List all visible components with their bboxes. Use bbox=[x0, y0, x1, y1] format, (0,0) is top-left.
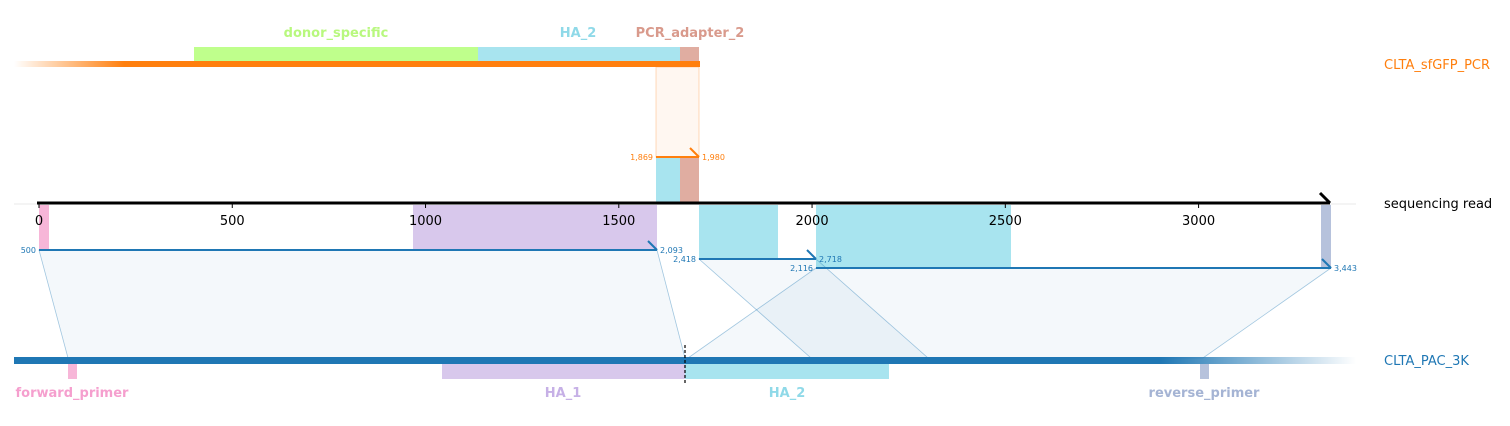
axis-tick-label-500: 500 bbox=[220, 214, 245, 229]
feature-ha2-bottom-bar bbox=[685, 364, 889, 379]
feature-pcr-adapter-bar bbox=[680, 47, 699, 61]
bottom-track-fade bbox=[1160, 357, 1356, 364]
feature-reverse-primer-bar bbox=[1200, 364, 1209, 379]
alignment-2-start-label: 2,418 bbox=[673, 255, 696, 264]
feature-label-donor-specific: donor_specific bbox=[284, 26, 389, 41]
read-feature-ha1 bbox=[413, 205, 657, 250]
feature-forward-primer-bar bbox=[68, 364, 77, 379]
top-track-fade bbox=[14, 61, 124, 67]
axis-tick-label-0: 0 bbox=[35, 214, 43, 229]
alignment-2-end-label: 2,718 bbox=[819, 255, 842, 264]
alignment-3-arrow bbox=[1321, 258, 1332, 269]
alignment-1-shadow bbox=[38, 249, 686, 359]
feature-label-ha2-bottom: HA_2 bbox=[769, 386, 806, 401]
track-name-middle: sequencing read bbox=[1384, 197, 1492, 212]
feature-donor-specific-bar bbox=[194, 47, 478, 61]
axis-tick-label-2500: 2500 bbox=[989, 214, 1022, 229]
bottom-track: forward_primer HA_1 HA_2 reverse_primer … bbox=[14, 345, 1469, 401]
track-name-top: CLTA_sfGFP_PCR bbox=[1384, 58, 1490, 73]
top-alignment-shadow bbox=[655, 66, 700, 158]
top-track-line bbox=[124, 61, 700, 67]
axis-tick-label-1000: 1000 bbox=[409, 214, 442, 229]
read-axis-ticks: 0 500 1000 1500 2000 2500 3000 bbox=[35, 203, 1215, 229]
axis-tick-label-2000: 2000 bbox=[796, 214, 829, 229]
bottom-alignments: 500 2,093 2,418 2,718 2,116 3,443 bbox=[21, 240, 1357, 359]
alignment-2-arrow bbox=[806, 249, 817, 260]
track-name-bottom: CLTA_PAC_3K bbox=[1384, 354, 1469, 369]
read-track: 0 500 1000 1500 2000 2500 3000 sequencing read bbox=[14, 191, 1492, 268]
alignment-3-start-label: 2,116 bbox=[790, 264, 813, 273]
alignment-1-start-label: 500 bbox=[21, 246, 36, 255]
top-alignment-end-label: 1,980 bbox=[702, 153, 725, 162]
feature-label-ha2-top: HA_2 bbox=[560, 26, 597, 41]
read-feature-ha2-small bbox=[656, 157, 680, 203]
axis-tick-label-1500: 1500 bbox=[602, 214, 635, 229]
top-alignment: 1,869 1,980 bbox=[630, 66, 725, 203]
bottom-track-line bbox=[14, 357, 1160, 364]
axis-tick-label-3000: 3000 bbox=[1182, 214, 1215, 229]
read-axis-arrow bbox=[1318, 191, 1332, 205]
alignment-1-end-label: 2,093 bbox=[660, 246, 683, 255]
read-feature-ha2-b bbox=[816, 205, 1011, 268]
top-track: donor_specific HA_2 PCR_adapter_2 CLTA_s… bbox=[14, 26, 1490, 73]
alignment-1-arrow bbox=[647, 240, 658, 251]
read-feature-ha2-a bbox=[699, 205, 778, 259]
top-alignment-start-label: 1,869 bbox=[630, 153, 653, 162]
feature-label-forward-primer: forward_primer bbox=[16, 386, 130, 401]
feature-label-reverse-primer: reverse_primer bbox=[1149, 386, 1261, 401]
read-feature-pink bbox=[39, 205, 49, 250]
feature-label-pcr-adapter: PCR_adapter_2 bbox=[636, 26, 745, 41]
alignment-3-end-label: 3,443 bbox=[1334, 264, 1357, 273]
feature-ha2-top-bar bbox=[478, 47, 680, 61]
feature-ha1-bar bbox=[442, 364, 685, 379]
read-feature-adapter-small bbox=[680, 157, 699, 203]
feature-label-ha1: HA_1 bbox=[545, 386, 582, 401]
read-feature-steel bbox=[1321, 205, 1331, 268]
top-alignment-arrow bbox=[689, 147, 700, 158]
